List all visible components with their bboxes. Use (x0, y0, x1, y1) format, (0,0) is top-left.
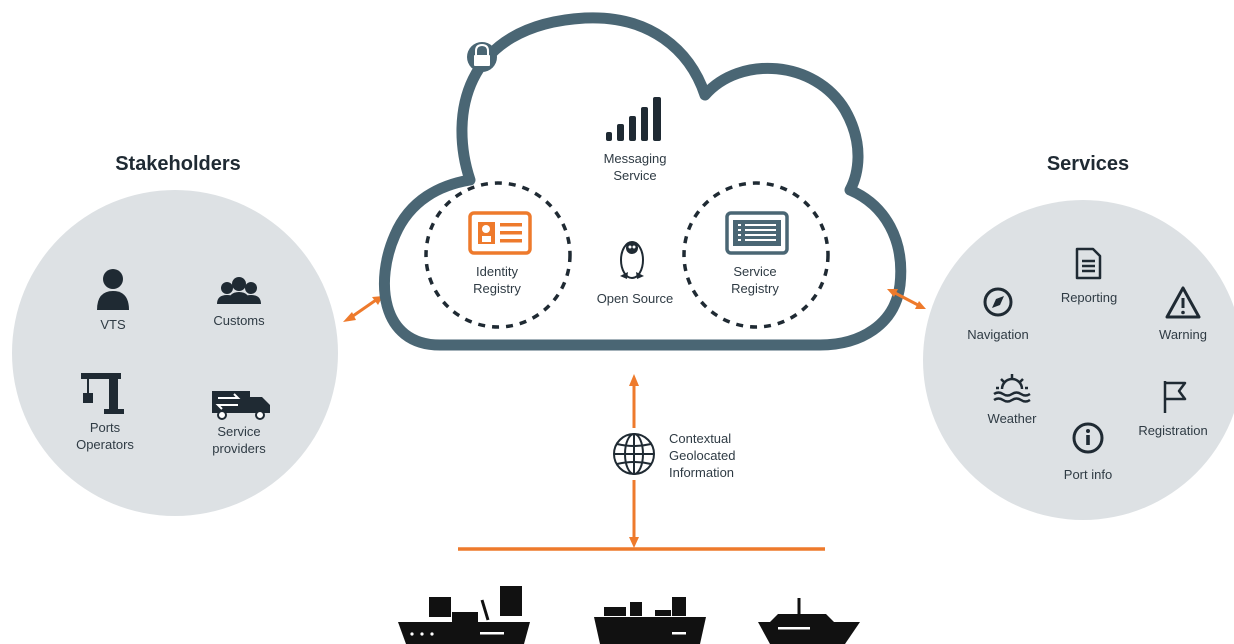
port-info-label: Port info (1064, 467, 1112, 482)
flag-icon (1163, 381, 1187, 413)
truck-icon (212, 391, 270, 420)
identity-registry-ring (424, 181, 572, 329)
service-registry-ring (682, 181, 830, 329)
navigation-label: Navigation (967, 327, 1028, 342)
stakeholders-circle (12, 190, 338, 516)
information-label: Information (669, 465, 734, 480)
geolocated-label: Geolocated (669, 448, 736, 463)
warning-label: Warning (1159, 327, 1207, 342)
compass-icon (983, 287, 1013, 317)
arrow-stakeholders-cloud (343, 296, 383, 322)
contextual-label: Contextual (669, 431, 731, 446)
messaging-label: Messaging (604, 151, 667, 166)
services-title: Services (1047, 153, 1129, 175)
reporting-label: Reporting (1061, 290, 1117, 305)
info-icon (1072, 422, 1104, 454)
identity-registry-label: Registry (473, 281, 521, 296)
container-ship-icon (594, 597, 706, 644)
cloud-outline (379, 12, 907, 351)
group-icon (217, 277, 261, 304)
services-group: Services Reporting Navigation Warning (923, 153, 1234, 520)
cargo-ship-icon (398, 586, 530, 644)
services-circle (923, 200, 1234, 520)
vertical-connector: Contextual Geolocated Information (458, 374, 825, 551)
id-card-icon (468, 211, 532, 255)
list-document-icon (725, 211, 789, 255)
identity-label: Identity (476, 264, 518, 279)
sun-waves-icon (993, 374, 1031, 403)
customs-label: Customs (213, 313, 265, 328)
weather-label: Weather (988, 411, 1038, 426)
service-label: Service (217, 424, 260, 439)
crane-icon (81, 373, 124, 414)
registration-label: Registration (1138, 423, 1207, 438)
warning-icon (1165, 286, 1201, 319)
operators-label: Operators (76, 437, 134, 452)
document-icon (1075, 247, 1102, 280)
person-icon (97, 269, 129, 310)
vts-label: VTS (100, 317, 126, 332)
globe-icon (613, 433, 655, 475)
service-registry-label: Registry (731, 281, 779, 296)
open-source-label: Open Source (597, 291, 674, 306)
yacht-icon (758, 598, 860, 644)
lock-icon (467, 42, 497, 72)
providers-label: providers (212, 441, 266, 456)
service-label: Service (733, 264, 776, 279)
arrow-cloud-services (887, 289, 926, 309)
penguin-icon (620, 241, 644, 279)
messaging-service-label: Service (613, 168, 656, 183)
stakeholders-group: Stakeholders VTS Customs Ports Operators (12, 153, 338, 516)
signal-bars-icon (606, 97, 661, 141)
ports-label: Ports (90, 420, 121, 435)
stakeholders-title: Stakeholders (115, 153, 241, 175)
cloud-group: Messaging Service Identity Registry Open… (379, 12, 907, 351)
